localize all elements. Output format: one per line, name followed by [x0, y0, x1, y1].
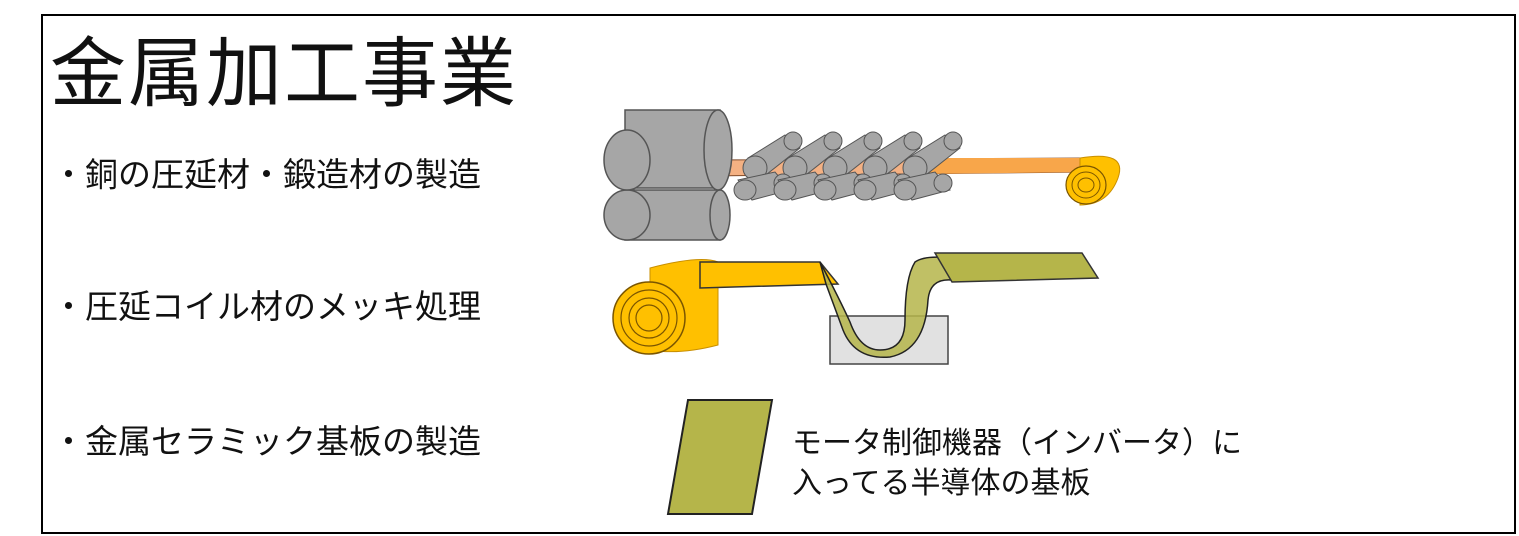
item-coil-plating: ・圧延コイル材のメッキ処理: [52, 287, 481, 326]
small-roller-row-bottom: [733, 171, 953, 201]
ceramic-substrate-plate: [666, 399, 774, 515]
plating-illustration: [612, 252, 1100, 365]
large-roller-bottom: [603, 189, 731, 241]
item-rolling-forging: ・銅の圧延材・鍛造材の製造: [52, 155, 481, 194]
dipping-strip: [819, 256, 953, 358]
page-title: 金属加工事業: [50, 29, 518, 118]
small-roller-row-top: [742, 131, 963, 181]
slide-frame: [41, 14, 1516, 534]
substrate-note-line1: モータ制御機器（インバータ）に: [792, 426, 1242, 461]
gold-strip: [699, 261, 840, 289]
plated-strip: [933, 252, 1100, 283]
copper-strip-bright: [920, 158, 1092, 174]
output-coil: [1065, 155, 1121, 206]
rolling-mill-illustration: [603, 109, 1121, 241]
substrate-note: モータ制御機器（インバータ）に 入ってる半導体の基板: [792, 424, 1242, 504]
large-roller-top: [603, 109, 733, 191]
item-ceramic-substrate: ・金属セラミック基板の製造: [52, 422, 481, 461]
substrate-note-line2: 入ってる半導体の基板: [792, 466, 1091, 501]
